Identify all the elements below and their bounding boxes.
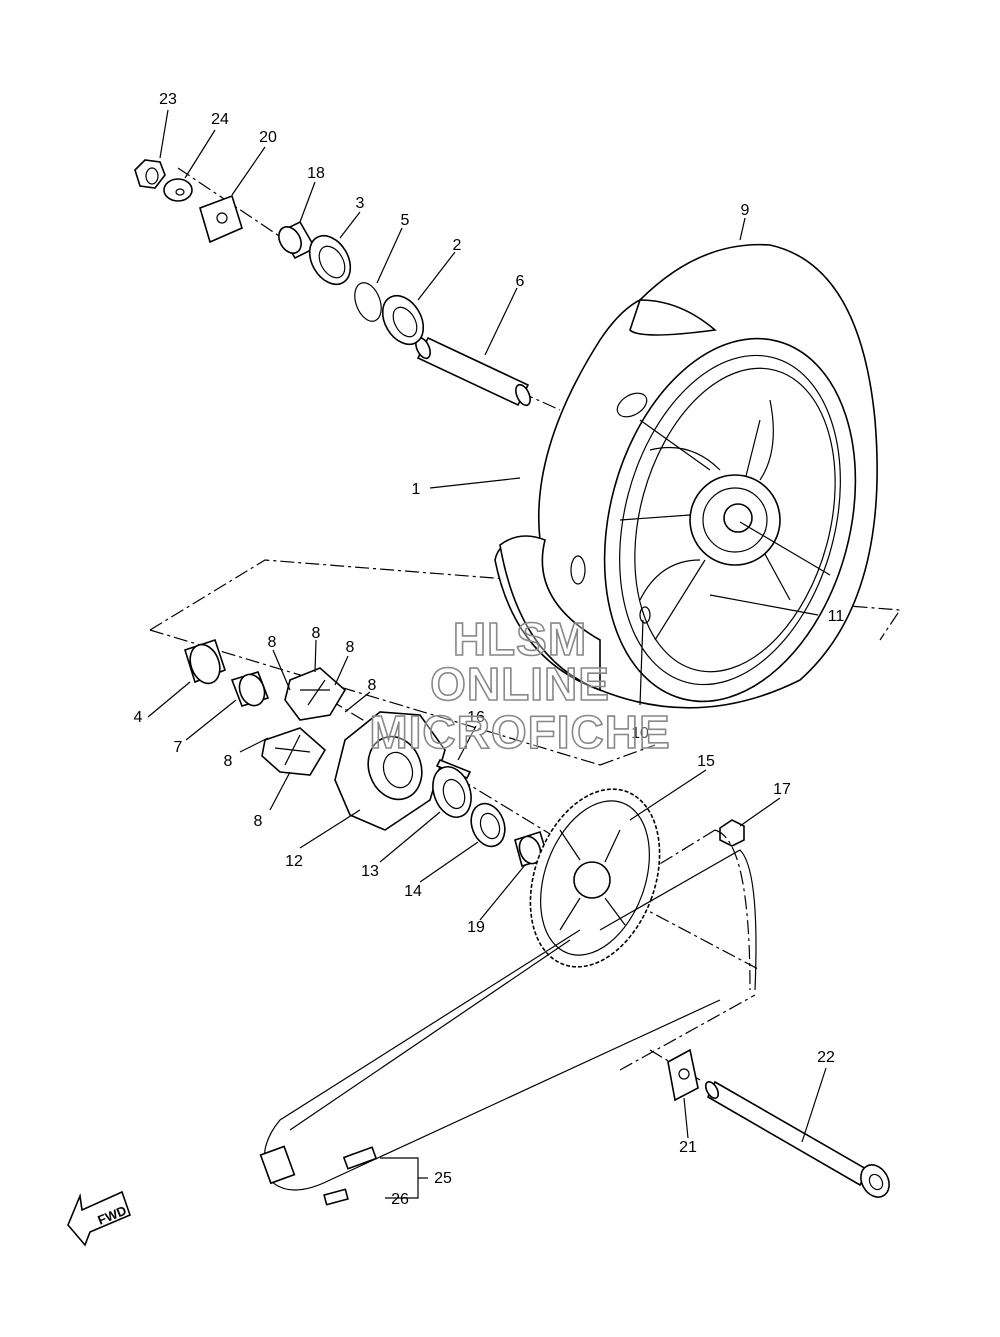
oil-seal-14 — [470, 802, 506, 848]
chain-joint-26 — [323, 1188, 349, 1206]
plate-20 — [199, 194, 243, 244]
callout-4: 4 — [134, 709, 143, 726]
watermark-line-1: HLSM — [453, 613, 587, 665]
bearing-3 — [308, 234, 352, 286]
callout-14: 14 — [404, 883, 422, 900]
clutch-hub-12 — [334, 711, 446, 831]
bearing-13 — [432, 766, 472, 818]
callout-9: 9 — [741, 202, 750, 219]
watermark-line-3: MICROFICHE — [369, 706, 670, 758]
callout-8-e: 8 — [224, 753, 233, 770]
bearing-4 — [184, 638, 226, 685]
callout-10: 10 — [631, 725, 649, 742]
callout-18: 18 — [307, 165, 325, 182]
callout-21: 21 — [679, 1139, 697, 1156]
callout-1: 1 — [412, 481, 421, 498]
callout-13: 13 — [361, 863, 379, 880]
callout-17: 17 — [773, 781, 791, 798]
callout-8-b: 8 — [312, 625, 321, 642]
callout-16: 16 — [467, 709, 485, 726]
axle-spacer — [415, 336, 531, 407]
watermark-line-2: ONLINE — [430, 658, 610, 710]
callout-6: 6 — [516, 273, 525, 290]
collar-7 — [230, 671, 270, 707]
callout-3: 3 — [356, 195, 365, 212]
washer-24 — [163, 178, 193, 202]
callout-5: 5 — [401, 212, 410, 229]
callout-12: 12 — [285, 853, 303, 870]
callout-8-f: 8 — [254, 813, 263, 830]
callout-8-c: 8 — [346, 639, 355, 656]
nut-17 — [719, 819, 745, 847]
callout-8-a: 8 — [268, 634, 277, 651]
damper-8-lower — [261, 727, 327, 776]
callout-2: 2 — [453, 237, 462, 254]
leader-lines — [147, 109, 831, 1199]
fwd-arrow-badge: FWD — [67, 1190, 132, 1247]
callout-8-d: 8 — [368, 677, 377, 694]
watermark: HLSM ONLINE MICROFICHE — [369, 612, 671, 759]
drive-chain-25 — [259, 829, 757, 1191]
callout-15: 15 — [697, 753, 715, 770]
bearing-2 — [381, 294, 425, 346]
callout-20: 20 — [259, 129, 277, 146]
circlip-5 — [354, 282, 382, 322]
callout-24: 24 — [211, 111, 229, 128]
wheel-axle-22 — [704, 1080, 890, 1198]
sprocket-15 — [529, 788, 661, 968]
callout-11: 11 — [828, 608, 845, 625]
callout-26: 26 — [391, 1191, 409, 1208]
nut-23 — [134, 159, 166, 189]
callout-19: 19 — [467, 919, 485, 936]
callout-labels: 23 24 20 18 3 5 2 6 9 1 11 10 8 8 8 8 8 … — [134, 91, 845, 1208]
callout-25: 25 — [434, 1170, 452, 1187]
adjuster-plate-21 — [667, 1048, 699, 1102]
callout-7: 7 — [174, 739, 183, 756]
damper-8-upper — [284, 667, 347, 721]
callout-22: 22 — [817, 1049, 835, 1066]
callout-23: 23 — [159, 91, 177, 108]
